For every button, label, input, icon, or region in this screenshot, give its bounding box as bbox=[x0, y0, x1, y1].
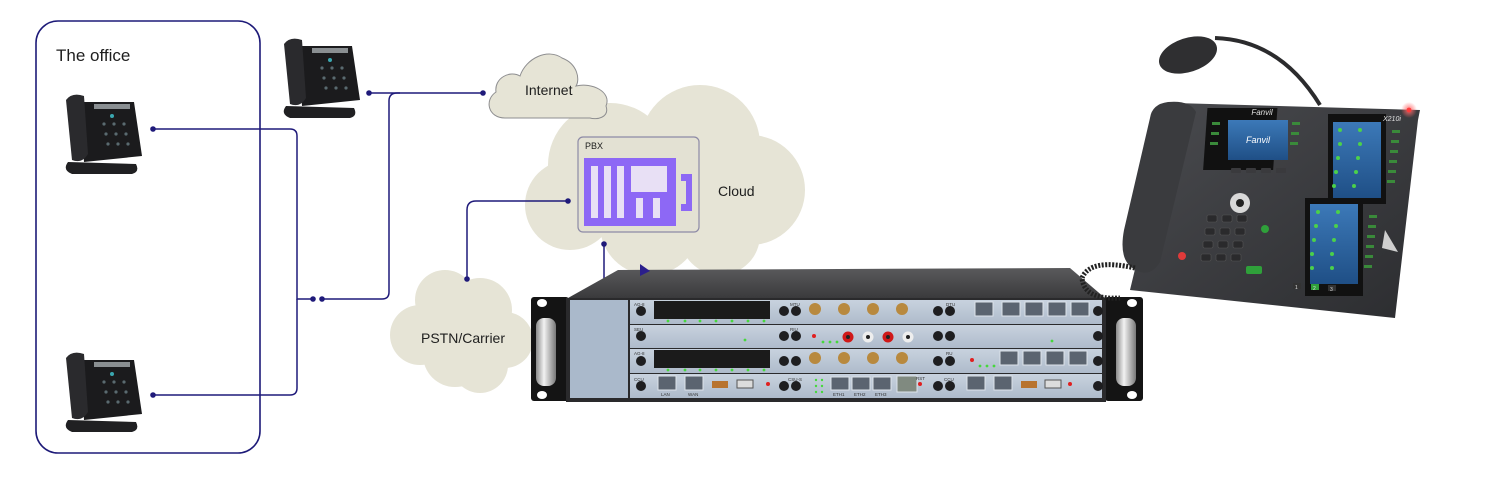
blf-lcd-top bbox=[1333, 122, 1381, 198]
line-trunk-to-internet bbox=[322, 92, 484, 300]
office-title: The office bbox=[56, 46, 131, 65]
usb-port-right bbox=[1044, 379, 1062, 389]
port-label-eth2: ETH2 bbox=[854, 392, 866, 397]
hdmi-port-right bbox=[1021, 381, 1037, 388]
phone-brand-text: Fanvil bbox=[1251, 108, 1273, 117]
pstn-cloud-label: PSTN/Carrier bbox=[421, 330, 506, 346]
module-label-csu: CSU-S bbox=[788, 377, 802, 382]
port-label-eth3: ETH3 bbox=[875, 392, 887, 397]
pbx-node bbox=[577, 136, 700, 233]
internet-cloud-label: Internet bbox=[525, 82, 573, 98]
fxs-port-block-top bbox=[654, 301, 770, 319]
port-label-eth1: ETH1 bbox=[833, 392, 845, 397]
sfp-port bbox=[896, 375, 918, 393]
pbx-phone-icon bbox=[681, 174, 692, 211]
cloud-label: Cloud bbox=[718, 183, 755, 199]
line-office-phone-top bbox=[153, 128, 313, 300]
port-label-lan: LAN bbox=[661, 392, 670, 397]
module-label-ccu-left: CCU bbox=[634, 377, 644, 382]
connection-lines bbox=[153, 92, 605, 396]
module-label-seu: SEU bbox=[634, 327, 643, 332]
ip-phone-remote bbox=[283, 38, 360, 118]
rack-gateway bbox=[531, 264, 1143, 402]
phone-key-2: 2 bbox=[1313, 286, 1316, 292]
conference-desk-phone: Fanvil X210i Fanvil 1 2 3 bbox=[1079, 36, 1420, 318]
coiled-cord bbox=[1079, 262, 1136, 301]
handset bbox=[1122, 101, 1196, 273]
blf-lcd-bottom bbox=[1310, 204, 1358, 284]
phone-key-1: 1 bbox=[1295, 285, 1298, 291]
cloud-shape-pstn bbox=[390, 270, 533, 393]
gooseneck-mic bbox=[1214, 36, 1322, 107]
direction-arrow-icon bbox=[640, 264, 650, 276]
module-label-dtu: DTU bbox=[946, 302, 955, 307]
port-label-rst: RST bbox=[916, 376, 925, 381]
module-label-ag8-top: AG-8 bbox=[634, 302, 645, 307]
module-label-ccu-right: CCU bbox=[944, 377, 954, 382]
module-label-ag8-mid: AG-8 bbox=[634, 351, 645, 356]
module-label-riu: RIU bbox=[790, 327, 798, 332]
line-pbx-to-pstn bbox=[466, 200, 568, 279]
module-label-ru: RU bbox=[946, 351, 953, 356]
fxs-port-block-mid bbox=[654, 350, 770, 368]
module-label-mtu: MTU bbox=[790, 302, 800, 307]
phone-key-3: 3 bbox=[1330, 287, 1333, 293]
cloud-shape-internet bbox=[488, 53, 608, 120]
rack-handle-right bbox=[1116, 318, 1136, 386]
ip-phone-office-top bbox=[65, 94, 142, 174]
line-office-phone-bottom bbox=[153, 299, 298, 396]
pbx-label: PBX bbox=[585, 141, 604, 151]
mic-foam-icon bbox=[1158, 36, 1218, 74]
main-lcd bbox=[1228, 120, 1288, 160]
connection-dots bbox=[150, 90, 607, 398]
hdmi-port-left bbox=[712, 381, 728, 388]
rack-handle-left bbox=[536, 318, 556, 386]
phone-model-text: X210i bbox=[1382, 116, 1401, 123]
office-boundary bbox=[35, 20, 261, 454]
phone-screen-brand: Fanvil bbox=[1246, 135, 1271, 145]
port-label-wan: WAN bbox=[688, 392, 698, 397]
usb-port-left bbox=[736, 379, 754, 389]
ip-phone-office-bottom bbox=[65, 352, 142, 432]
